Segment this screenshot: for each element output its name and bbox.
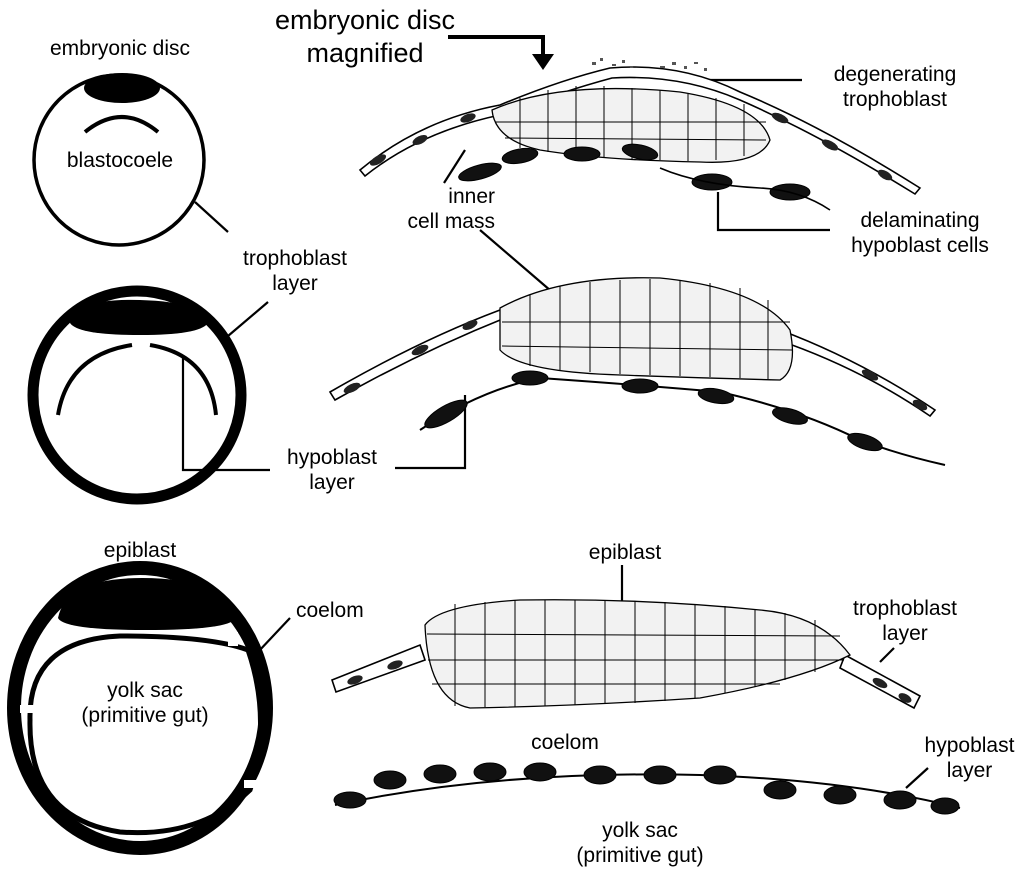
label-line: yolk sac — [540, 818, 740, 843]
label-line: delaminating — [830, 208, 1010, 233]
label-embryonic-disc-magnified: embryonic disc magnified — [250, 4, 480, 70]
label-line: layer — [912, 758, 1027, 783]
hypoblast-layer-2 — [420, 371, 945, 465]
inner-cell-mass-2 — [500, 278, 792, 380]
label-line: hypoblast — [262, 445, 402, 470]
label-line: trophoblast — [805, 87, 985, 112]
label-line: trophoblast — [215, 246, 375, 271]
label-line: yolk sac — [55, 678, 235, 703]
epiblast-cell-mass-3 — [425, 600, 850, 708]
blastocyst-stage-2 — [33, 291, 241, 499]
label-line: layer — [830, 621, 980, 646]
label-trophoblast-layer-1: trophoblast layer — [215, 246, 375, 296]
label-delaminating-hypoblast-cells: delaminating hypoblast cells — [830, 208, 1010, 258]
label-hypoblast-layer-2: hypoblast layer — [912, 733, 1027, 783]
label-line: hypoblast cells — [830, 233, 1010, 258]
label-epiblast-left: epiblast — [60, 538, 220, 563]
label-epiblast-right: epiblast — [545, 540, 705, 565]
label-blastocoele: blastocoele — [40, 148, 200, 173]
embryonic-disc-stage-1 — [84, 73, 160, 103]
magnified-disc-stage-2 — [330, 278, 945, 465]
magnify-arrow-head — [532, 54, 554, 70]
label-line: hypoblast — [912, 733, 1027, 758]
label-embryonic-disc: embryonic disc — [20, 36, 220, 61]
label-line: inner — [375, 184, 495, 209]
label-coelom-right: coelom — [505, 730, 625, 755]
label-yolk-sac-left: yolk sac (primitive gut) — [55, 678, 235, 728]
label-coelom-left: coelom — [296, 598, 364, 623]
label-line: degenerating — [805, 62, 985, 87]
label-yolk-sac-right: yolk sac (primitive gut) — [540, 818, 740, 868]
hypoblast-layer-3 — [334, 763, 960, 814]
label-degenerating-trophoblast: degenerating trophoblast — [805, 62, 985, 112]
label-line: trophoblast — [830, 596, 980, 621]
trophoblast-band-3 — [332, 645, 425, 692]
label-inner-cell-mass: inner cell mass — [375, 184, 495, 234]
label-line: (primitive gut) — [55, 703, 235, 728]
label-line: layer — [262, 470, 402, 495]
label-hypoblast-layer-1: hypoblast layer — [262, 445, 402, 495]
label-trophoblast-layer-2: trophoblast layer — [830, 596, 980, 646]
label-line: (primitive gut) — [540, 843, 740, 868]
label-line: cell mass — [375, 209, 495, 234]
label-line: embryonic disc — [250, 4, 480, 37]
label-line: layer — [215, 271, 375, 296]
delaminating-hypoblast-cells — [457, 141, 830, 210]
label-line: magnified — [250, 37, 480, 70]
